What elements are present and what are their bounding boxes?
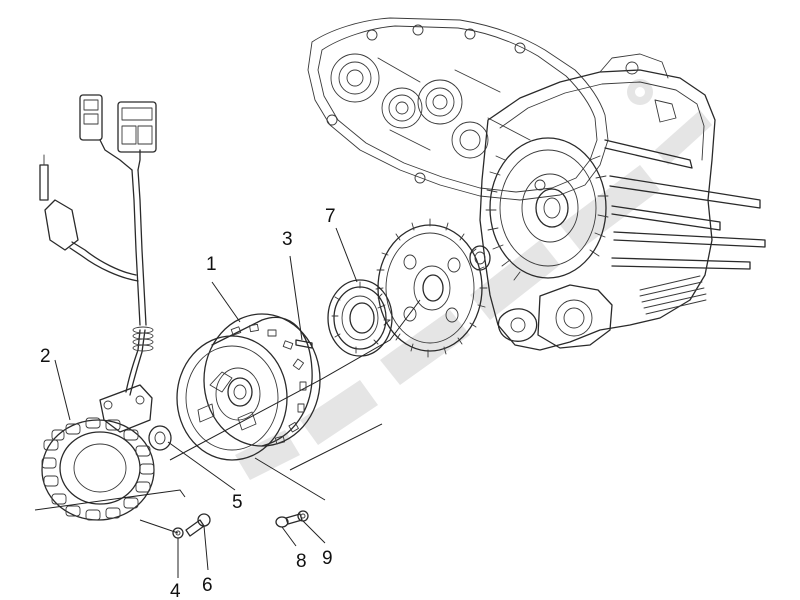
callouts: 1 2 3 4 5 6 7 8 9 xyxy=(40,206,336,600)
part-7-freewheel xyxy=(327,279,393,357)
part-1-flywheel xyxy=(176,313,321,461)
callout-5: 5 xyxy=(232,492,243,513)
leader-lines xyxy=(34,227,421,578)
callout-1: 1 xyxy=(206,254,217,275)
flywheel-slots xyxy=(230,323,307,445)
part-2-stator xyxy=(39,94,157,521)
callout-8: 8 xyxy=(296,551,307,572)
callout-6: 6 xyxy=(202,575,213,596)
part-5-nut xyxy=(148,425,172,451)
part-9-washer xyxy=(297,510,309,522)
part-6-screw xyxy=(185,513,211,537)
callout-4: 4 xyxy=(170,581,181,600)
callout-9: 9 xyxy=(322,548,333,569)
watermark xyxy=(235,79,712,480)
callout-2: 2 xyxy=(40,346,51,367)
stator-coils xyxy=(41,417,155,521)
callout-3: 3 xyxy=(282,229,293,250)
engine-crankcase xyxy=(307,17,766,351)
callout-7: 7 xyxy=(325,206,336,227)
wire-grommet xyxy=(132,326,154,352)
gear-icon xyxy=(627,79,653,105)
